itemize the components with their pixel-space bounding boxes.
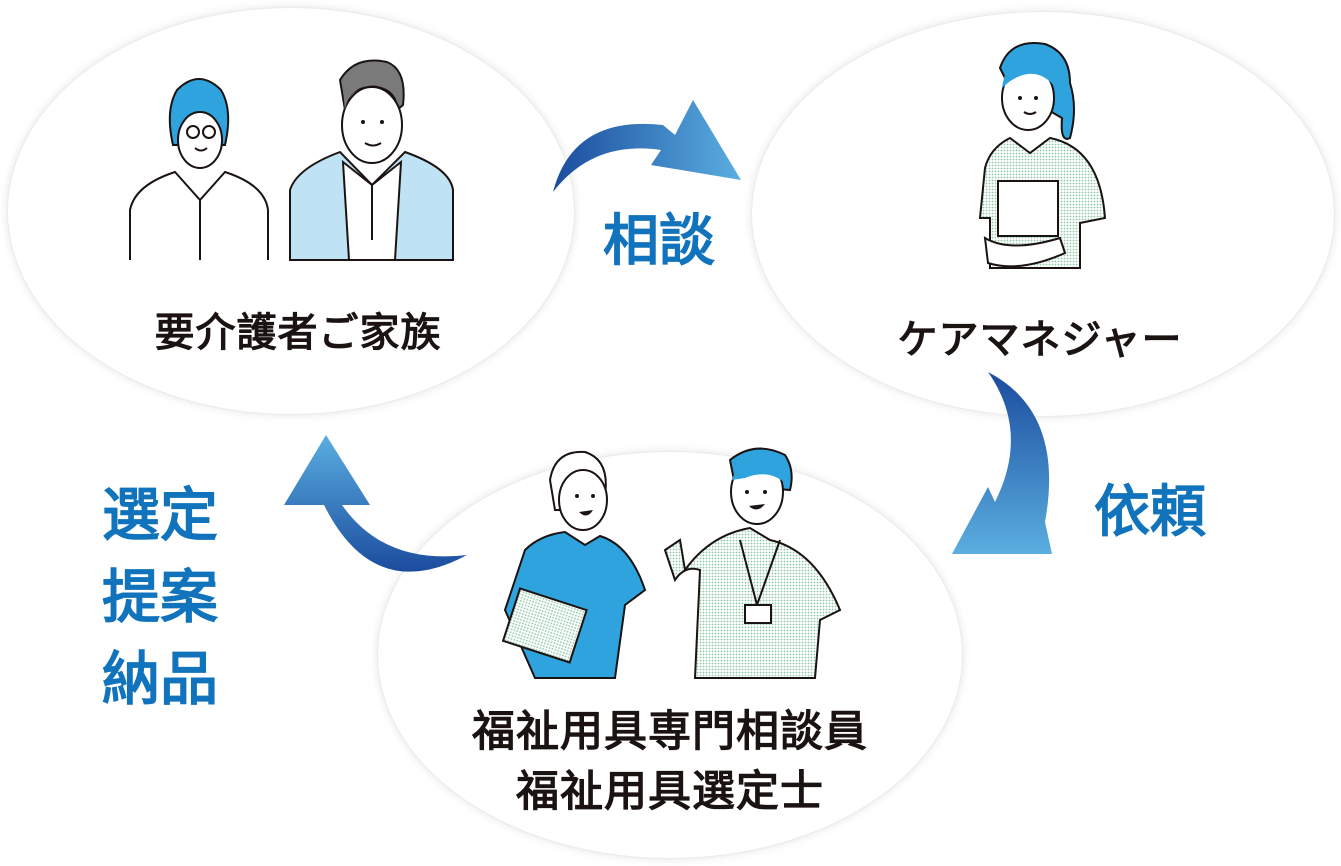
arrow-request-icon [952, 372, 1052, 554]
arrow-select-propose-deliver-icon [284, 435, 467, 572]
care-manager-illustration-icon [978, 42, 1107, 269]
node-specialist [378, 452, 962, 858]
edge-label-consult: 相談 [603, 209, 715, 274]
node-family-label: 要介護者ご家族 [154, 310, 442, 356]
family-illustration-icon [129, 59, 454, 261]
node-specialist-label-line2: 福祉用具選定士 [516, 767, 824, 817]
edge-label-request: 依頼 [1094, 480, 1206, 545]
edge-label-select: 選定 [102, 481, 219, 549]
node-care-manager-label: ケアマネジャー [897, 317, 1183, 363]
specialists-illustration-icon [501, 447, 842, 679]
edge-label-deliver: 納品 [102, 645, 219, 713]
arrow-consult-icon [553, 100, 741, 192]
edge-label-propose: 提案 [102, 563, 219, 631]
node-specialist-label-line1: 福祉用具専門相談員 [472, 707, 868, 757]
